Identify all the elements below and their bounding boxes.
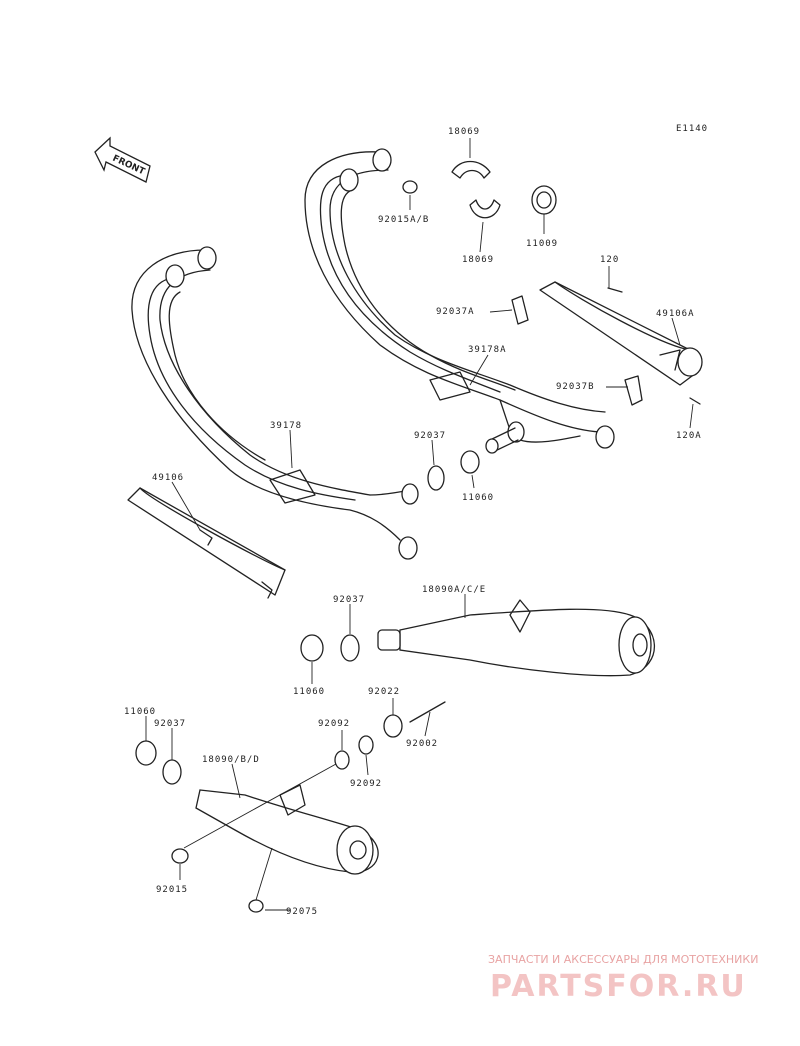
label-11060-mid: 11060 bbox=[462, 493, 494, 503]
label-92037-left: 92037 bbox=[154, 719, 186, 729]
label-18069-top: 18069 bbox=[448, 127, 480, 137]
diagram-code: E1140 bbox=[676, 124, 708, 134]
exhaust-pipe-39178 bbox=[131, 246, 419, 560]
nut-92015ab bbox=[402, 180, 418, 194]
exhaust-pipe-39178a bbox=[304, 148, 615, 454]
label-120a: 120A bbox=[676, 431, 702, 441]
label-18069-bottom: 18069 bbox=[462, 255, 494, 265]
cap-92075 bbox=[248, 899, 264, 913]
label-92037a: 92037A bbox=[436, 307, 475, 317]
label-92092-a: 92092 bbox=[318, 719, 350, 729]
small-parts bbox=[135, 160, 701, 913]
watermark-brand: PARTSFOR.RU bbox=[490, 969, 747, 1004]
label-92015ab: 92015A/B bbox=[378, 215, 429, 225]
label-11060-left: 11060 bbox=[124, 707, 156, 717]
part-labels: 18069 18069 92015A/B 11009 120 92037A 49… bbox=[124, 127, 702, 917]
watermark-subtitle: ЗАПЧАСТИ И АКСЕССУАРЫ ДЛЯ МОТОТЕХНИКИ bbox=[488, 953, 758, 966]
label-92075: 92075 bbox=[286, 907, 318, 917]
label-92092-b: 92092 bbox=[350, 779, 382, 789]
clamp-92037b bbox=[624, 375, 643, 406]
gasket-11060-low bbox=[300, 634, 324, 662]
nut-92015 bbox=[171, 848, 189, 864]
bolt-120a bbox=[689, 397, 701, 405]
label-92037-mid: 92037 bbox=[414, 431, 446, 441]
gasket-11060-left bbox=[135, 740, 157, 766]
bolt-92002 bbox=[409, 701, 446, 723]
washer-92022 bbox=[383, 714, 403, 738]
clamp-18069-bottom bbox=[469, 199, 501, 219]
muffler-18090ace bbox=[377, 599, 655, 677]
clamp-18069-top bbox=[451, 160, 491, 179]
leader-lines bbox=[145, 138, 694, 911]
label-11060-low: 11060 bbox=[293, 687, 325, 697]
label-92022: 92022 bbox=[368, 687, 400, 697]
clamp-92037a bbox=[511, 295, 529, 325]
label-92037b: 92037B bbox=[556, 382, 595, 392]
label-92015: 92015 bbox=[156, 885, 188, 895]
watermark: ЗАПЧАСТИ И АКСЕССУАРЫ ДЛЯ МОТОТЕХНИКИ PA… bbox=[488, 953, 758, 1004]
label-39178a: 39178A bbox=[468, 345, 507, 355]
label-49106a: 49106A bbox=[656, 309, 695, 319]
label-11009: 11009 bbox=[526, 239, 558, 249]
clamp-92037-low bbox=[340, 634, 360, 662]
clamp-92037-mid bbox=[427, 465, 445, 491]
label-92037-low: 92037 bbox=[333, 595, 365, 605]
damper-92092-b bbox=[358, 735, 374, 755]
label-18090bd: 18090/B/D bbox=[202, 755, 260, 765]
heat-cover-49106 bbox=[127, 487, 286, 599]
front-arrow-icon: FRONT bbox=[94, 136, 151, 183]
label-49106: 49106 bbox=[152, 473, 184, 483]
label-39178: 39178 bbox=[270, 421, 302, 431]
label-18090ace: 18090A/C/E bbox=[422, 585, 486, 595]
label-92002: 92002 bbox=[406, 739, 438, 749]
bolt-120 bbox=[607, 287, 623, 293]
gasket-11009 bbox=[531, 185, 557, 215]
label-120: 120 bbox=[600, 255, 619, 265]
heat-cover-49106a bbox=[539, 281, 703, 386]
damper-92092-a bbox=[334, 750, 350, 770]
muffler-18090bd bbox=[195, 784, 379, 875]
clamp-92037-left bbox=[162, 759, 182, 785]
gasket-11060-mid bbox=[460, 450, 480, 474]
